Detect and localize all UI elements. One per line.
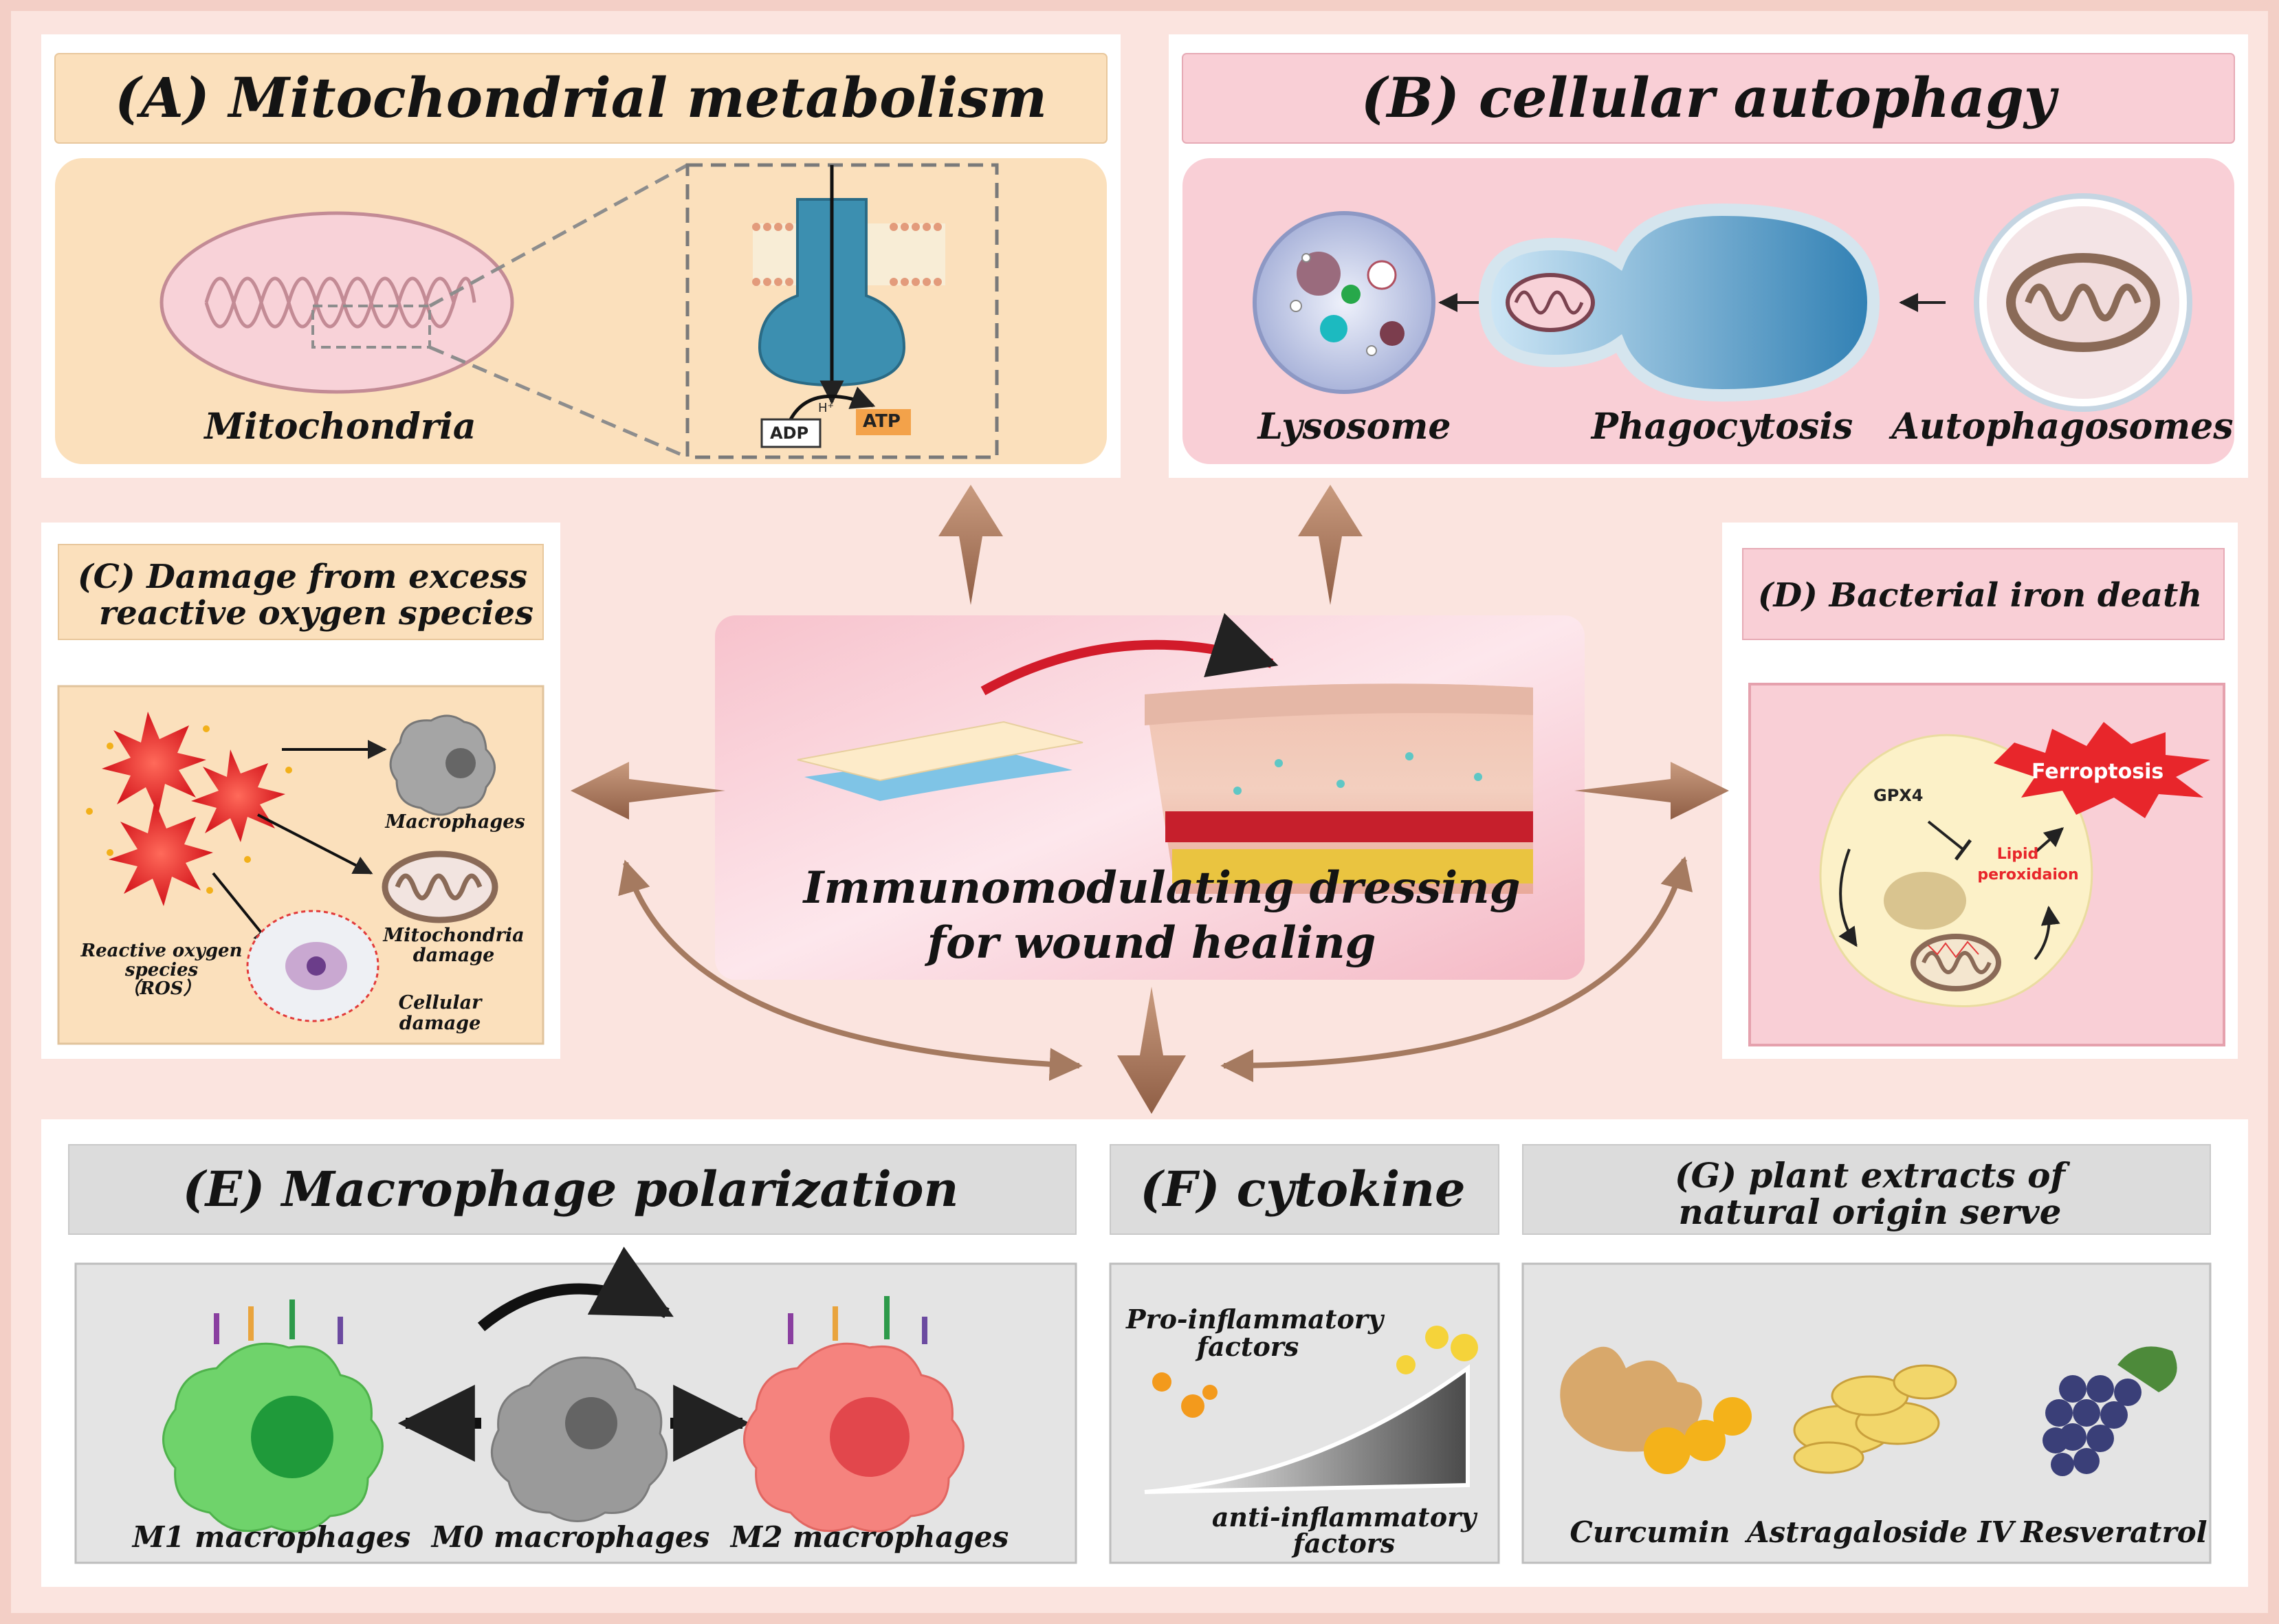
center-title-line2: for wound healing: [927, 917, 1376, 969]
ros-label-line3: （ROS）: [122, 978, 201, 999]
panel-g-title-line1: (G) plant extracts of: [1674, 1155, 2066, 1196]
m0-macrophage-illustration: [490, 1357, 668, 1522]
ferroptosis-label: Ferroptosis: [2032, 760, 2164, 784]
panel-g-title-line2: natural origin serve: [1678, 1192, 2062, 1232]
autophagosome-illustration: [1974, 193, 2192, 412]
ros-label-line2: species: [124, 960, 199, 980]
m1-label: M1 macrophages: [132, 1520, 411, 1554]
panel-c-title-line2: reactive oxygen species: [98, 594, 534, 633]
ginger-curcumin-illustration: [1560, 1346, 1752, 1474]
astragaloside-label: Astragaloside IV: [1746, 1515, 2014, 1549]
phagocytosis-label: Phagocytosis: [1591, 406, 1853, 448]
panel-e-title: (E) Macrophage polarization: [182, 1161, 959, 1218]
anti-inflammatory-line2: factors: [1292, 1528, 1396, 1559]
panel-a-title: (A) Mitochondrial metabolism: [115, 65, 1047, 130]
zoom-box: [685, 163, 999, 459]
mito-damage-line1: Mitochondria: [383, 925, 525, 946]
panel-d-title: (D) Bacterial iron death: [1757, 576, 2203, 615]
atp-synthase-illustration: [752, 165, 945, 448]
dressing-layers-icon: [797, 721, 1083, 801]
resveratrol-label: Resveratrol: [2021, 1515, 2208, 1549]
curcumin-label: Curcumin: [1570, 1515, 1730, 1549]
autophagosomes-label: Autophagosomes: [1891, 406, 2234, 448]
pro-inflammatory-line1: Pro-inflammatory: [1125, 1304, 1384, 1335]
ros-burst-illustration: [102, 712, 285, 906]
lysosome-illustration: [1253, 211, 1435, 394]
cell-damage-line2: damage: [399, 1013, 481, 1034]
ros-label-line1: Reactive oxygen: [80, 941, 243, 961]
panel-f-title: (F) cytokine: [1140, 1161, 1466, 1218]
m2-macrophage-illustration: [743, 1296, 965, 1533]
atp-label: ATP: [863, 411, 901, 432]
proton-label: H⁺: [818, 401, 835, 415]
panel-b-title: (B) cellular autophagy: [1361, 65, 2056, 130]
astragaloside-slices-illustration: [1793, 1364, 1957, 1474]
gpx4-label: GPX4: [1873, 786, 1924, 805]
phagocytosis-illustration: [1478, 203, 1880, 402]
macrophages-label: Macrophages: [385, 811, 525, 833]
pro-inflammatory-line2: factors: [1196, 1331, 1299, 1362]
lipid-label-line1: Lipid: [1996, 846, 2039, 863]
m2-label: M2 macrophages: [730, 1520, 1009, 1554]
skin-cross-section: [1145, 683, 1533, 894]
cellular-damage-icon: [246, 910, 379, 1022]
mitochondria-damage-icon: [382, 851, 498, 923]
connector-arrows: [571, 485, 1729, 1114]
macrophage-gray-icon: [389, 714, 496, 816]
red-curve-arrow: [980, 613, 1279, 696]
panel-c-title-line1: (C) Damage from excess: [77, 558, 528, 596]
m0-label: M0 macrophages: [431, 1520, 710, 1554]
cytokine-gradient-ramp: [1144, 1326, 1478, 1494]
anti-inflammatory-line1: anti-inflammatory: [1211, 1502, 1477, 1533]
adp-label: ADP: [770, 424, 809, 443]
ferroptosis-burst: [1994, 722, 2210, 818]
lysosome-label: Lysosome: [1257, 406, 1451, 448]
ferroptosis-cell-illustration: [1819, 722, 2210, 1007]
mitochondrion-illustration: [159, 211, 514, 394]
m1-macrophage-illustration: [162, 1299, 384, 1533]
grapes-resveratrol-illustration: [2043, 1346, 2177, 1476]
mitochondria-label: Mitochondria: [204, 406, 476, 448]
cell-damage-line1: Cellular: [398, 992, 482, 1013]
mito-damage-line2: damage: [412, 945, 495, 966]
lipid-label-line2: peroxidaion: [1977, 866, 2079, 884]
center-title-line1: Immunomodulating dressing: [803, 862, 1521, 914]
